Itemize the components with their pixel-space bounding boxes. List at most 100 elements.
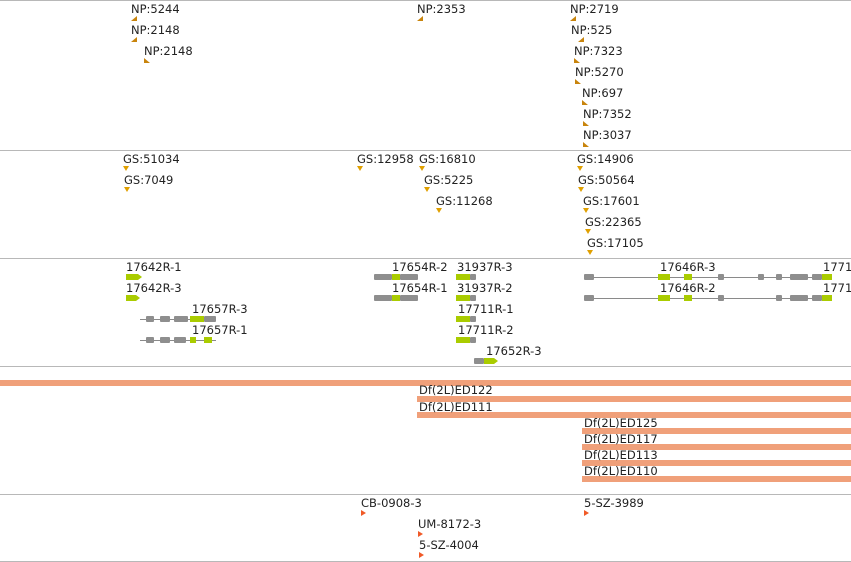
- exon[interactable]: [812, 274, 822, 280]
- gs-marker-icon[interactable]: [123, 166, 129, 171]
- exon[interactable]: [400, 274, 418, 280]
- gs-feature-label[interactable]: GS:14906: [577, 152, 634, 166]
- exon[interactable]: [822, 274, 832, 280]
- np-marker-icon[interactable]: [144, 58, 150, 63]
- exon[interactable]: [484, 358, 494, 364]
- transcript-label[interactable]: 31937R-2: [457, 281, 513, 295]
- deficiency-bar[interactable]: [417, 412, 851, 418]
- gs-feature-label[interactable]: GS:17601: [583, 194, 640, 208]
- np-marker-icon[interactable]: [583, 142, 589, 147]
- gs-feature-label[interactable]: GS:50564: [578, 173, 635, 187]
- exon[interactable]: [456, 337, 470, 343]
- stock-label[interactable]: UM-8172-3: [418, 517, 482, 531]
- gs-feature-label[interactable]: GS:17105: [587, 236, 644, 250]
- gs-feature-label[interactable]: GS:22365: [585, 215, 642, 229]
- exon[interactable]: [392, 274, 400, 280]
- exon[interactable]: [776, 295, 782, 301]
- np-marker-icon[interactable]: [131, 16, 137, 21]
- exon[interactable]: [684, 274, 692, 280]
- gs-marker-icon[interactable]: [436, 208, 442, 213]
- deficiency-label[interactable]: Df(2L)ED122: [419, 383, 493, 397]
- gs-marker-icon[interactable]: [577, 166, 583, 171]
- transcript-label[interactable]: 1771: [823, 260, 851, 274]
- stock-label[interactable]: CB-0908-3: [361, 496, 422, 510]
- gs-marker-icon[interactable]: [587, 250, 593, 255]
- exon[interactable]: [160, 337, 170, 343]
- exon[interactable]: [204, 337, 212, 343]
- transcript-label[interactable]: 17711R-1: [458, 302, 514, 316]
- exon[interactable]: [718, 295, 724, 301]
- np-feature-label[interactable]: NP:3037: [583, 128, 632, 142]
- gs-marker-icon[interactable]: [585, 229, 591, 234]
- exon[interactable]: [126, 295, 136, 301]
- deficiency-label[interactable]: Df(2L)ED111: [419, 400, 493, 414]
- np-marker-icon[interactable]: [575, 79, 581, 84]
- deficiency-bar[interactable]: [582, 476, 851, 482]
- stock-label[interactable]: 5-SZ-3989: [584, 496, 644, 510]
- np-feature-label[interactable]: NP:5244: [131, 2, 180, 16]
- np-marker-icon[interactable]: [574, 58, 580, 63]
- transcript-label[interactable]: 17654R-2: [392, 260, 448, 274]
- transcript-label[interactable]: 31937R-3: [457, 260, 513, 274]
- deficiency-label[interactable]: Df(2L)ED113: [584, 448, 658, 462]
- gs-feature-label[interactable]: GS:16810: [419, 152, 476, 166]
- exon[interactable]: [160, 316, 170, 322]
- exon[interactable]: [190, 316, 204, 322]
- exon[interactable]: [146, 337, 154, 343]
- deficiency-bar[interactable]: [582, 444, 851, 450]
- deficiency-label[interactable]: Df(2L)ED110: [584, 464, 658, 478]
- exon[interactable]: [812, 295, 822, 301]
- np-feature-label[interactable]: NP:7323: [574, 44, 623, 58]
- transcript-label[interactable]: 17711R-2: [458, 323, 514, 337]
- exon[interactable]: [374, 274, 392, 280]
- gs-marker-icon[interactable]: [583, 208, 589, 213]
- transcript-label[interactable]: 17652R-3: [486, 344, 542, 358]
- exon[interactable]: [456, 295, 470, 301]
- np-feature-label[interactable]: NP:2148: [144, 44, 193, 58]
- stock-marker-icon[interactable]: [361, 510, 366, 516]
- stock-label[interactable]: 5-SZ-4004: [419, 538, 479, 552]
- np-feature-label[interactable]: NP:5270: [575, 65, 624, 79]
- exon[interactable]: [822, 295, 832, 301]
- exon[interactable]: [146, 316, 154, 322]
- transcript-label[interactable]: 17646R-3: [660, 260, 716, 274]
- deficiency-bar[interactable]: [417, 396, 851, 402]
- deficiency-bar[interactable]: [582, 428, 851, 434]
- np-marker-icon[interactable]: [131, 37, 137, 42]
- exon[interactable]: [758, 274, 764, 280]
- exon[interactable]: [584, 295, 594, 301]
- np-feature-label[interactable]: NP:525: [571, 23, 613, 37]
- np-feature-label[interactable]: NP:2353: [417, 2, 466, 16]
- gs-feature-label[interactable]: GS:5225: [424, 173, 474, 187]
- np-feature-label[interactable]: NP:7352: [583, 107, 632, 121]
- exon[interactable]: [400, 295, 418, 301]
- stock-marker-icon[interactable]: [419, 552, 424, 558]
- transcript-label[interactable]: 1771: [823, 281, 851, 295]
- np-feature-label[interactable]: NP:697: [582, 86, 624, 100]
- exon[interactable]: [392, 295, 400, 301]
- exon[interactable]: [684, 295, 692, 301]
- exon[interactable]: [658, 295, 670, 301]
- exon[interactable]: [470, 295, 476, 301]
- gs-marker-icon[interactable]: [124, 187, 130, 192]
- stock-marker-icon[interactable]: [584, 510, 589, 516]
- gs-marker-icon[interactable]: [419, 166, 425, 171]
- exon[interactable]: [470, 337, 476, 343]
- deficiency-label[interactable]: Df(2L)ED125: [584, 416, 658, 430]
- exon[interactable]: [174, 337, 186, 343]
- exon[interactable]: [658, 274, 670, 280]
- exon[interactable]: [374, 295, 392, 301]
- gs-feature-label[interactable]: GS:12958: [357, 152, 414, 166]
- deficiency-label[interactable]: Df(2L)ED117: [584, 432, 658, 446]
- deficiency-bar[interactable]: [582, 460, 851, 466]
- transcript-label[interactable]: 17646R-2: [660, 281, 716, 295]
- transcript-label[interactable]: 17657R-1: [192, 323, 248, 337]
- np-marker-icon[interactable]: [417, 16, 423, 21]
- np-marker-icon[interactable]: [578, 37, 584, 42]
- exon[interactable]: [584, 274, 594, 280]
- np-feature-label[interactable]: NP:2719: [570, 2, 619, 16]
- exon[interactable]: [204, 316, 216, 322]
- exon[interactable]: [174, 316, 188, 322]
- np-marker-icon[interactable]: [583, 121, 589, 126]
- gs-marker-icon[interactable]: [424, 187, 430, 192]
